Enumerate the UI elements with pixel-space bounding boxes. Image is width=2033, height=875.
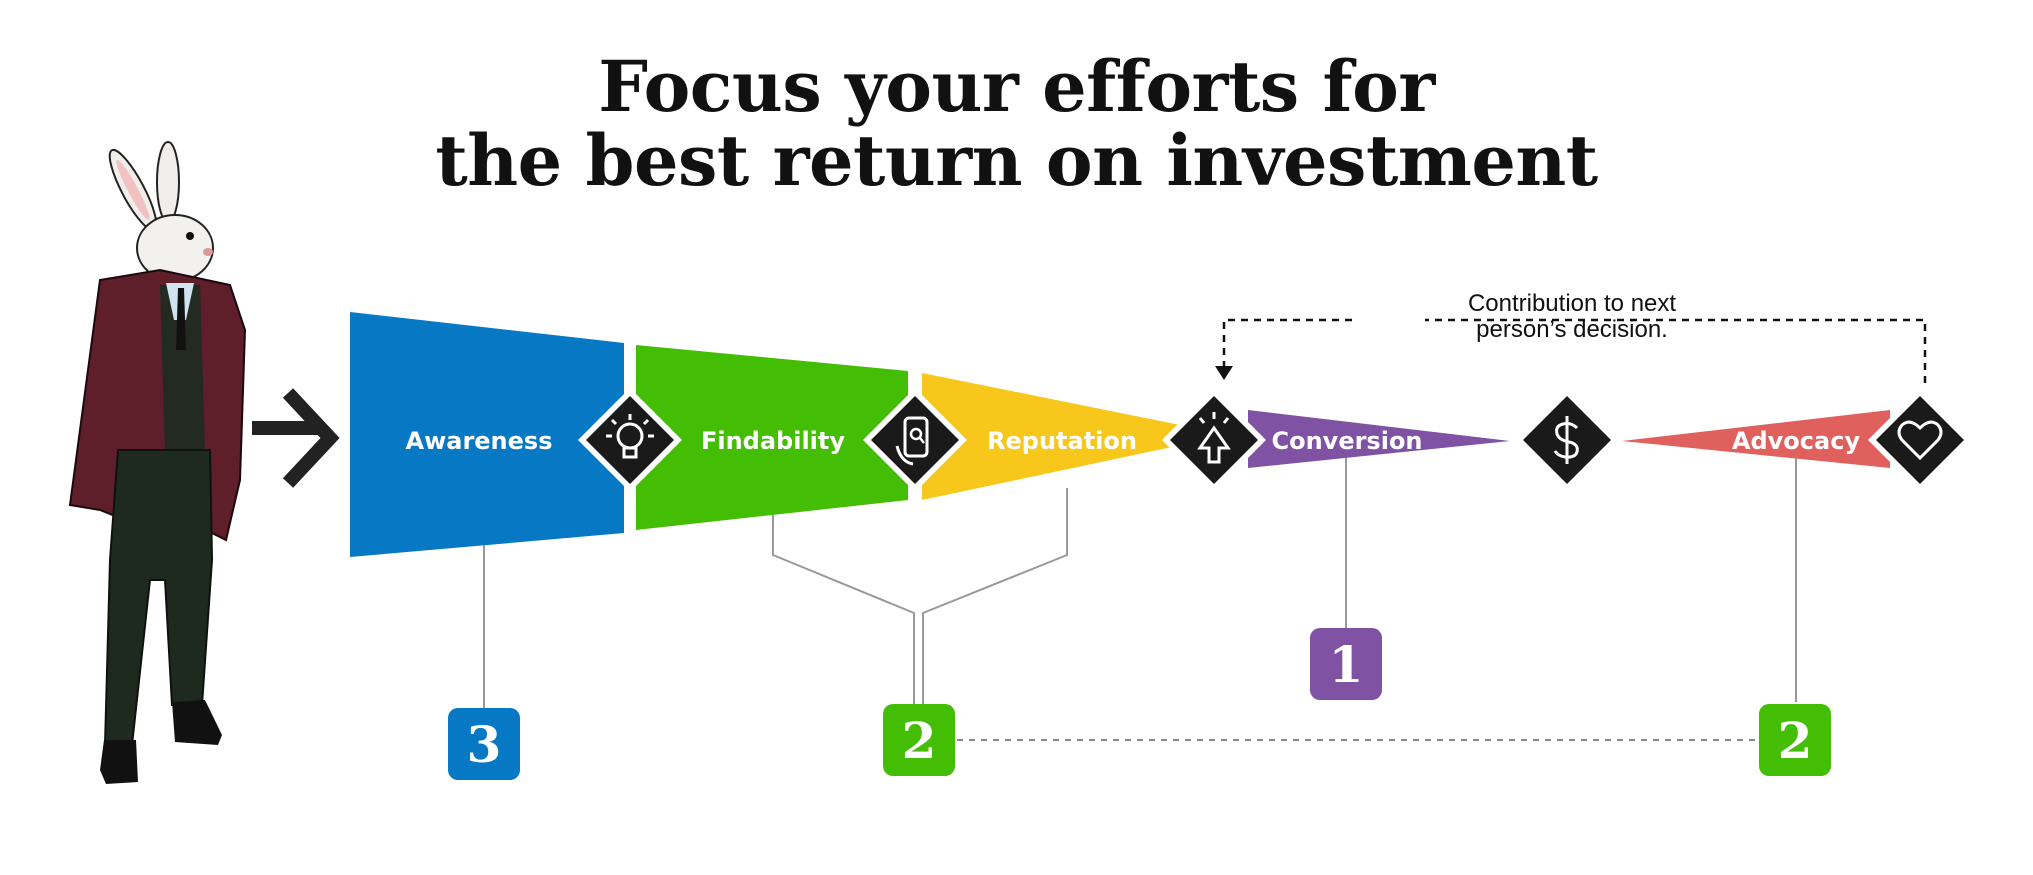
title-line-2: the best return on investment [435, 119, 1598, 202]
svg-text:1: 1 [1329, 635, 1364, 694]
priority-badge-advocacy: 2 [1759, 704, 1831, 776]
feedback-note-line-1: Contribution to next [1468, 290, 1676, 317]
dollar-icon [1523, 396, 1611, 484]
priority-badge-findability-reputation: 2 [883, 704, 955, 776]
stage-reputation [922, 373, 1205, 500]
feedback-note-line-2: person’s decision. [1476, 316, 1668, 343]
stage-label-advocacy: Advocacy [1732, 427, 1861, 455]
stage-label-awareness: Awareness [406, 427, 553, 455]
rabbit-man-illustration [68, 141, 247, 784]
svg-text:2: 2 [1778, 711, 1813, 770]
stage-label-conversion: Conversion [1271, 427, 1422, 455]
feedback-arrowhead-icon [1215, 366, 1233, 380]
svg-text:3: 3 [467, 715, 502, 774]
stage-conversion [1248, 410, 1510, 468]
stage-awareness [350, 312, 624, 557]
stage-label-reputation: Reputation [987, 427, 1137, 455]
title-line-1: Focus your efforts for [598, 45, 1435, 128]
stage-findability [636, 345, 908, 530]
page-title: Focus your efforts for the best return o… [0, 50, 2033, 198]
lightbulb-icon [578, 388, 682, 492]
cursor-click-icon [1162, 388, 1266, 492]
priority-badge-conversion: 1 [1310, 628, 1382, 700]
priority-badge-awareness: 3 [448, 708, 520, 780]
phone-search-icon [863, 388, 967, 492]
heart-icon [1868, 388, 1972, 492]
entry-arrow-icon [252, 388, 340, 488]
connector-lines [483, 458, 1797, 708]
feedback-loop-line [1222, 318, 1927, 383]
stage-advocacy [1622, 410, 1890, 468]
stage-label-findability: Findability [701, 427, 845, 455]
svg-text:2: 2 [902, 711, 937, 770]
